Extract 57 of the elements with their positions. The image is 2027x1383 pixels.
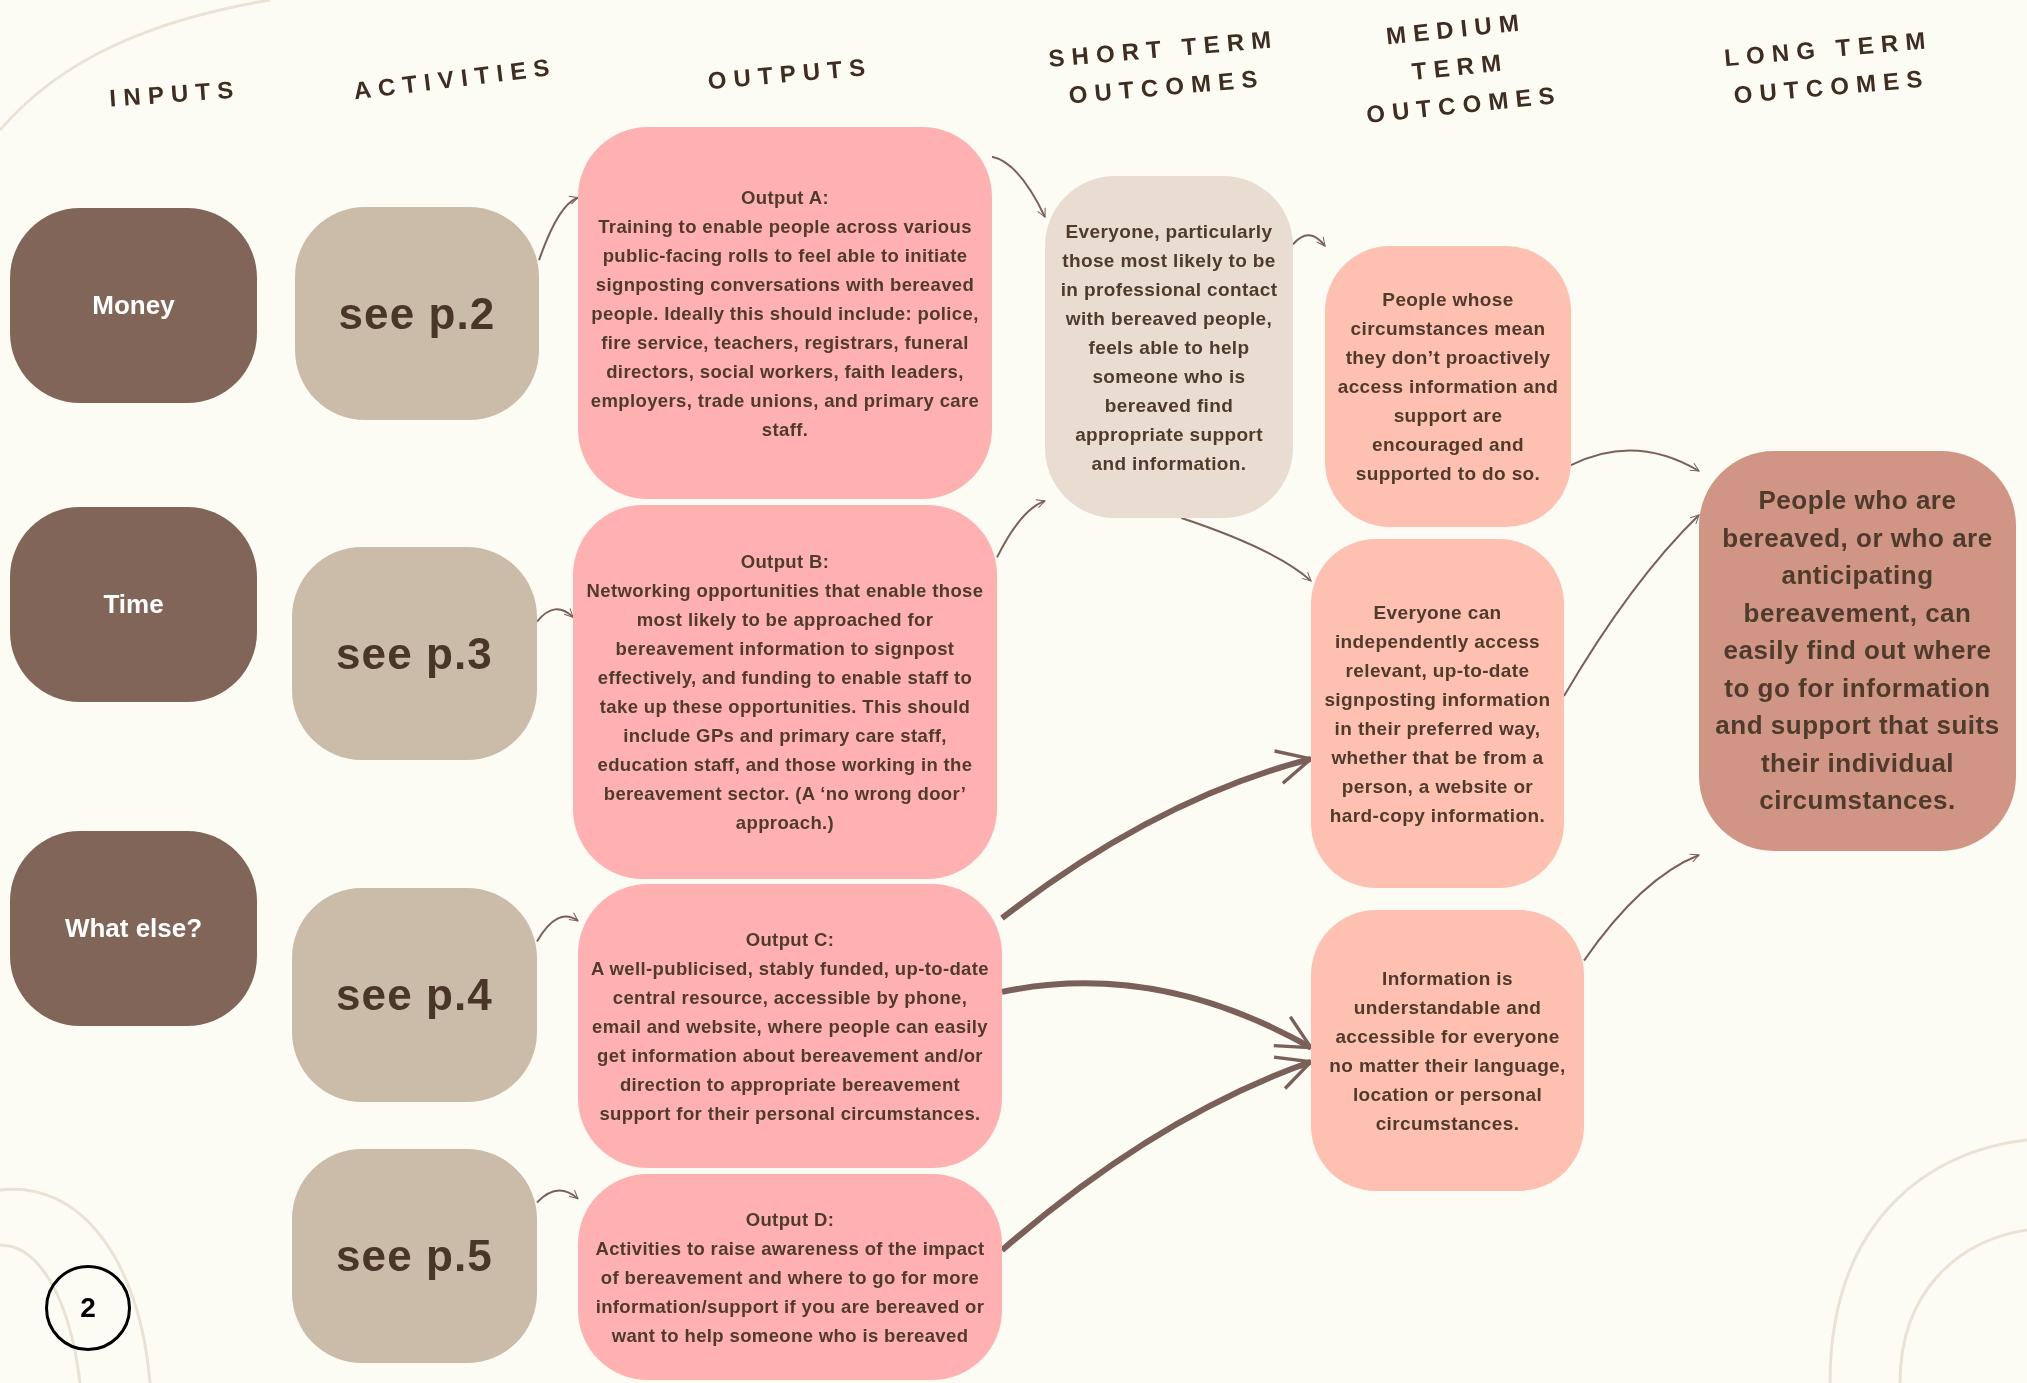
box-text: What else? — [64, 912, 203, 945]
arrow — [536, 912, 579, 943]
arrow — [536, 608, 574, 623]
arrow — [536, 1189, 579, 1204]
output-box — [578, 127, 992, 499]
box-text: see p.5 — [336, 1230, 493, 1282]
arrow — [996, 499, 1046, 559]
arrow — [538, 196, 579, 262]
outcome-box — [1311, 910, 1584, 1191]
activity-box — [295, 207, 539, 420]
box-text: Money — [92, 289, 175, 322]
arrow — [1001, 980, 1313, 1051]
box-text: see p.4 — [336, 969, 493, 1021]
output-box — [573, 505, 997, 879]
arrow — [1000, 1056, 1313, 1253]
box-text: Networking opportunities that enable those most likely to be approached for bereavement information to signpost effectively, and funding to enable staff to take up these opportunities. This should include GPs and primary care staff, education staff, and those working in the bereavement sector. (A ‘no wrong door’ approach.) — [585, 579, 985, 835]
input-box — [10, 208, 257, 403]
outcome-box — [1325, 246, 1571, 527]
input-box — [10, 831, 257, 1026]
arrow — [1583, 854, 1700, 962]
box-text: Everyone can independently access relevant, up-to-date signposting information in their preferred way, whether that be from a person, a website or hard-copy information. — [1323, 600, 1552, 828]
box-heading: Output D: — [745, 1207, 835, 1232]
arrow — [991, 155, 1046, 219]
box-heading: Output C: — [745, 927, 835, 952]
arrow — [1292, 234, 1326, 247]
box-text: Training to enable people across various public-facing rolls to feel able to initiate signposting conversations with bereaved people. Ideally this should include: police, fire service, teachers, registrars, funeral directors, social workers, faith leaders, employers, trade unions, and primary care staff. — [590, 214, 980, 442]
box-heading: Output A: — [741, 185, 829, 210]
box-text: Everyone, particularly those most likely to be in professional contact with bereaved people, feels able to help someone who is bereaved find appropriate support and information. — [1059, 219, 1279, 476]
arrow — [1180, 517, 1312, 582]
outcome-box — [1045, 176, 1293, 518]
arrow — [1000, 750, 1313, 921]
column-heading: LONG TERM OUTCOMES — [1722, 25, 1935, 111]
column-heading: OUTPUTS — [705, 51, 875, 97]
activity-box — [292, 1149, 537, 1363]
box-text: People whose circumstances mean they don’t proactively access information and support are encouraged and supported to do so. — [1337, 288, 1559, 486]
arrow — [1570, 449, 1700, 472]
box-text: Activities to raise awareness of the impact of bereavement and where to go for more information/support if you are bereaved or want to help someone who is bereaved — [594, 1236, 986, 1348]
box-text: Time — [103, 588, 164, 621]
box-text: see p.2 — [338, 287, 496, 340]
column-heading: MEDIUM TERM OUTCOMES — [1363, 6, 1564, 130]
box-heading: Output B: — [740, 550, 830, 574]
box-text: see p.3 — [336, 627, 493, 680]
activity-box — [292, 547, 537, 760]
activity-box — [292, 888, 537, 1102]
outcome-box — [1311, 539, 1564, 888]
outcome-box — [1699, 451, 2016, 851]
box-text: 2 — [80, 1291, 96, 1325]
column-heading: INPUTS — [107, 74, 243, 114]
output-box — [578, 884, 1002, 1168]
column-heading: SHORT TERM OUTCOMES — [1046, 24, 1281, 111]
output-box — [578, 1174, 1002, 1380]
column-heading: ACTIVITIES — [351, 51, 559, 107]
box-text: People who are bereaved, or who are anticipating bereavement, can easily find out where to go for information and support that suits their individual circumstances. — [1714, 484, 2001, 818]
input-box — [10, 507, 257, 702]
box-text: A well-publicised, stably funded, up-to-date central resource, accessible by phone, email and website, where people can easily get information about bereavement and/or direction to appropriate bereavement support for their personal circumstances. — [590, 956, 990, 1126]
box-text: Information is understandable and accessible for everyone no matter their language, location or personal circumstances. — [1328, 966, 1567, 1136]
arrow — [1563, 514, 1700, 698]
